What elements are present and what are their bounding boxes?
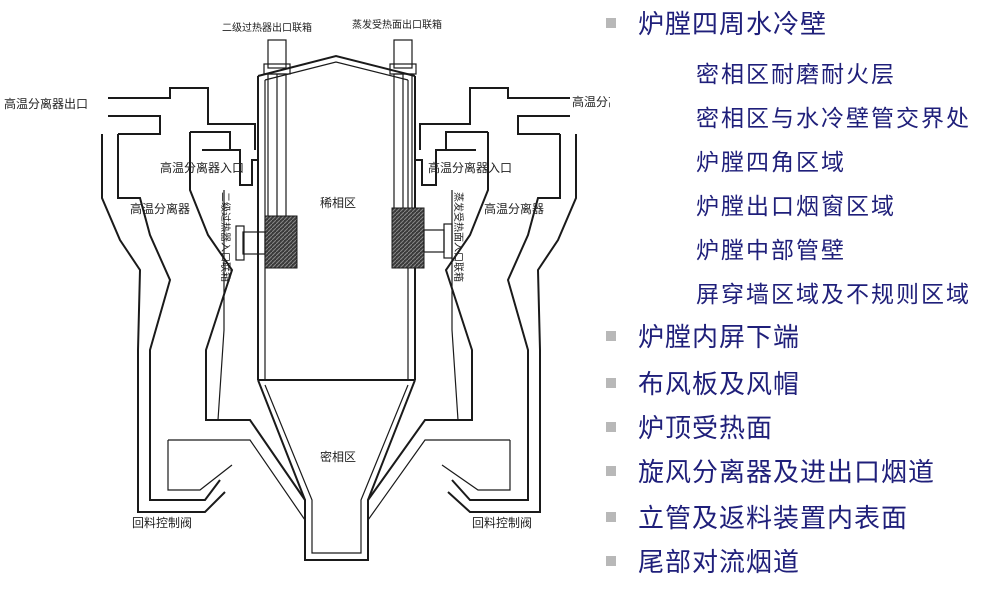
label-sh-inlet-header: 二级过热器入口联箱 (219, 192, 232, 282)
list-item-text: 布风板及风帽 (638, 370, 801, 400)
bullet-square-icon (606, 555, 616, 566)
label-evap-inlet-header: 蒸发受热面入口联箱 (452, 192, 465, 282)
bullet-square-icon (606, 465, 616, 476)
bullet-square-icon (606, 421, 616, 432)
label-evap-outlet-header: 蒸发受热面出口联箱 (352, 18, 442, 31)
list-item-text: 炉膛四周水冷壁 (638, 10, 828, 40)
bullet-square-icon (606, 377, 616, 388)
label-separator-left: 高温分离器 (130, 201, 190, 216)
list-item: 尾部对流烟道 (606, 542, 800, 579)
label-loop-seal-right: 回料控制阀 (472, 516, 532, 530)
list-item-text: 炉顶受热面 (638, 414, 774, 444)
list-item-text: 旋风分离器及进出口烟道 (638, 458, 936, 488)
bullet-square-icon (606, 330, 616, 341)
label-separator-inlet-left: 高温分离器入口 (160, 160, 244, 175)
furnace (257, 54, 416, 561)
left-cyclone-separator (101, 87, 306, 521)
sub-list-item: 炉膛四角区域 (696, 150, 846, 176)
sub-list-item: 炉膛出口烟窗区域 (696, 194, 896, 220)
bullet-square-icon (606, 17, 616, 28)
label-dilute-zone: 稀相区 (320, 196, 356, 210)
list-item: 布风板及风帽 (606, 364, 800, 401)
sh-outlet-header (235, 39, 298, 269)
boiler-cross-section-diagram: 二级过热器出口联箱 蒸发受热面出口联箱 高温分离器出口 高温分离器出口 高温分离… (4, 18, 610, 561)
label-separator-inlet-right: 高温分离器入口 (428, 160, 512, 175)
list-item: 炉膛四周水冷壁 (606, 4, 827, 41)
label-separator-right: 高温分离器 (484, 201, 544, 216)
evap-outlet-header (389, 39, 453, 269)
sub-list-item: 炉膛中部管壁 (696, 238, 846, 264)
wear-location-list: 炉膛四周水冷壁 密相区耐磨耐火层 密相区与水冷壁管交界处 炉膛四角区域 炉膛出口… (606, 0, 1000, 592)
list-item: 立管及返料装置内表面 (606, 498, 908, 535)
list-item: 炉膛内屏下端 (606, 317, 800, 354)
bullet-square-icon (606, 511, 616, 522)
list-item-text: 尾部对流烟道 (638, 548, 801, 578)
right-cyclone-separator (367, 87, 577, 521)
label-separator-outlet-left: 高温分离器出口 (4, 96, 88, 111)
label-separator-outlet-right: 高温分离器出口 (572, 94, 610, 109)
sub-list-item: 密相区与水冷壁管交界处 (696, 106, 971, 132)
sub-list-item: 屏穿墙区域及不规则区域 (696, 282, 971, 308)
label-sh-outlet-header: 二级过热器出口联箱 (222, 21, 312, 34)
list-item: 炉顶受热面 (606, 408, 773, 445)
sub-list-item: 密相区耐磨耐火层 (696, 62, 896, 88)
label-dense-zone: 密相区 (320, 449, 356, 464)
label-loop-seal-left: 回料控制阀 (132, 516, 192, 530)
list-item-text: 炉膛内屏下端 (638, 323, 801, 353)
list-item: 旋风分离器及进出口烟道 (606, 452, 935, 489)
list-item-text: 立管及返料装置内表面 (638, 504, 909, 534)
